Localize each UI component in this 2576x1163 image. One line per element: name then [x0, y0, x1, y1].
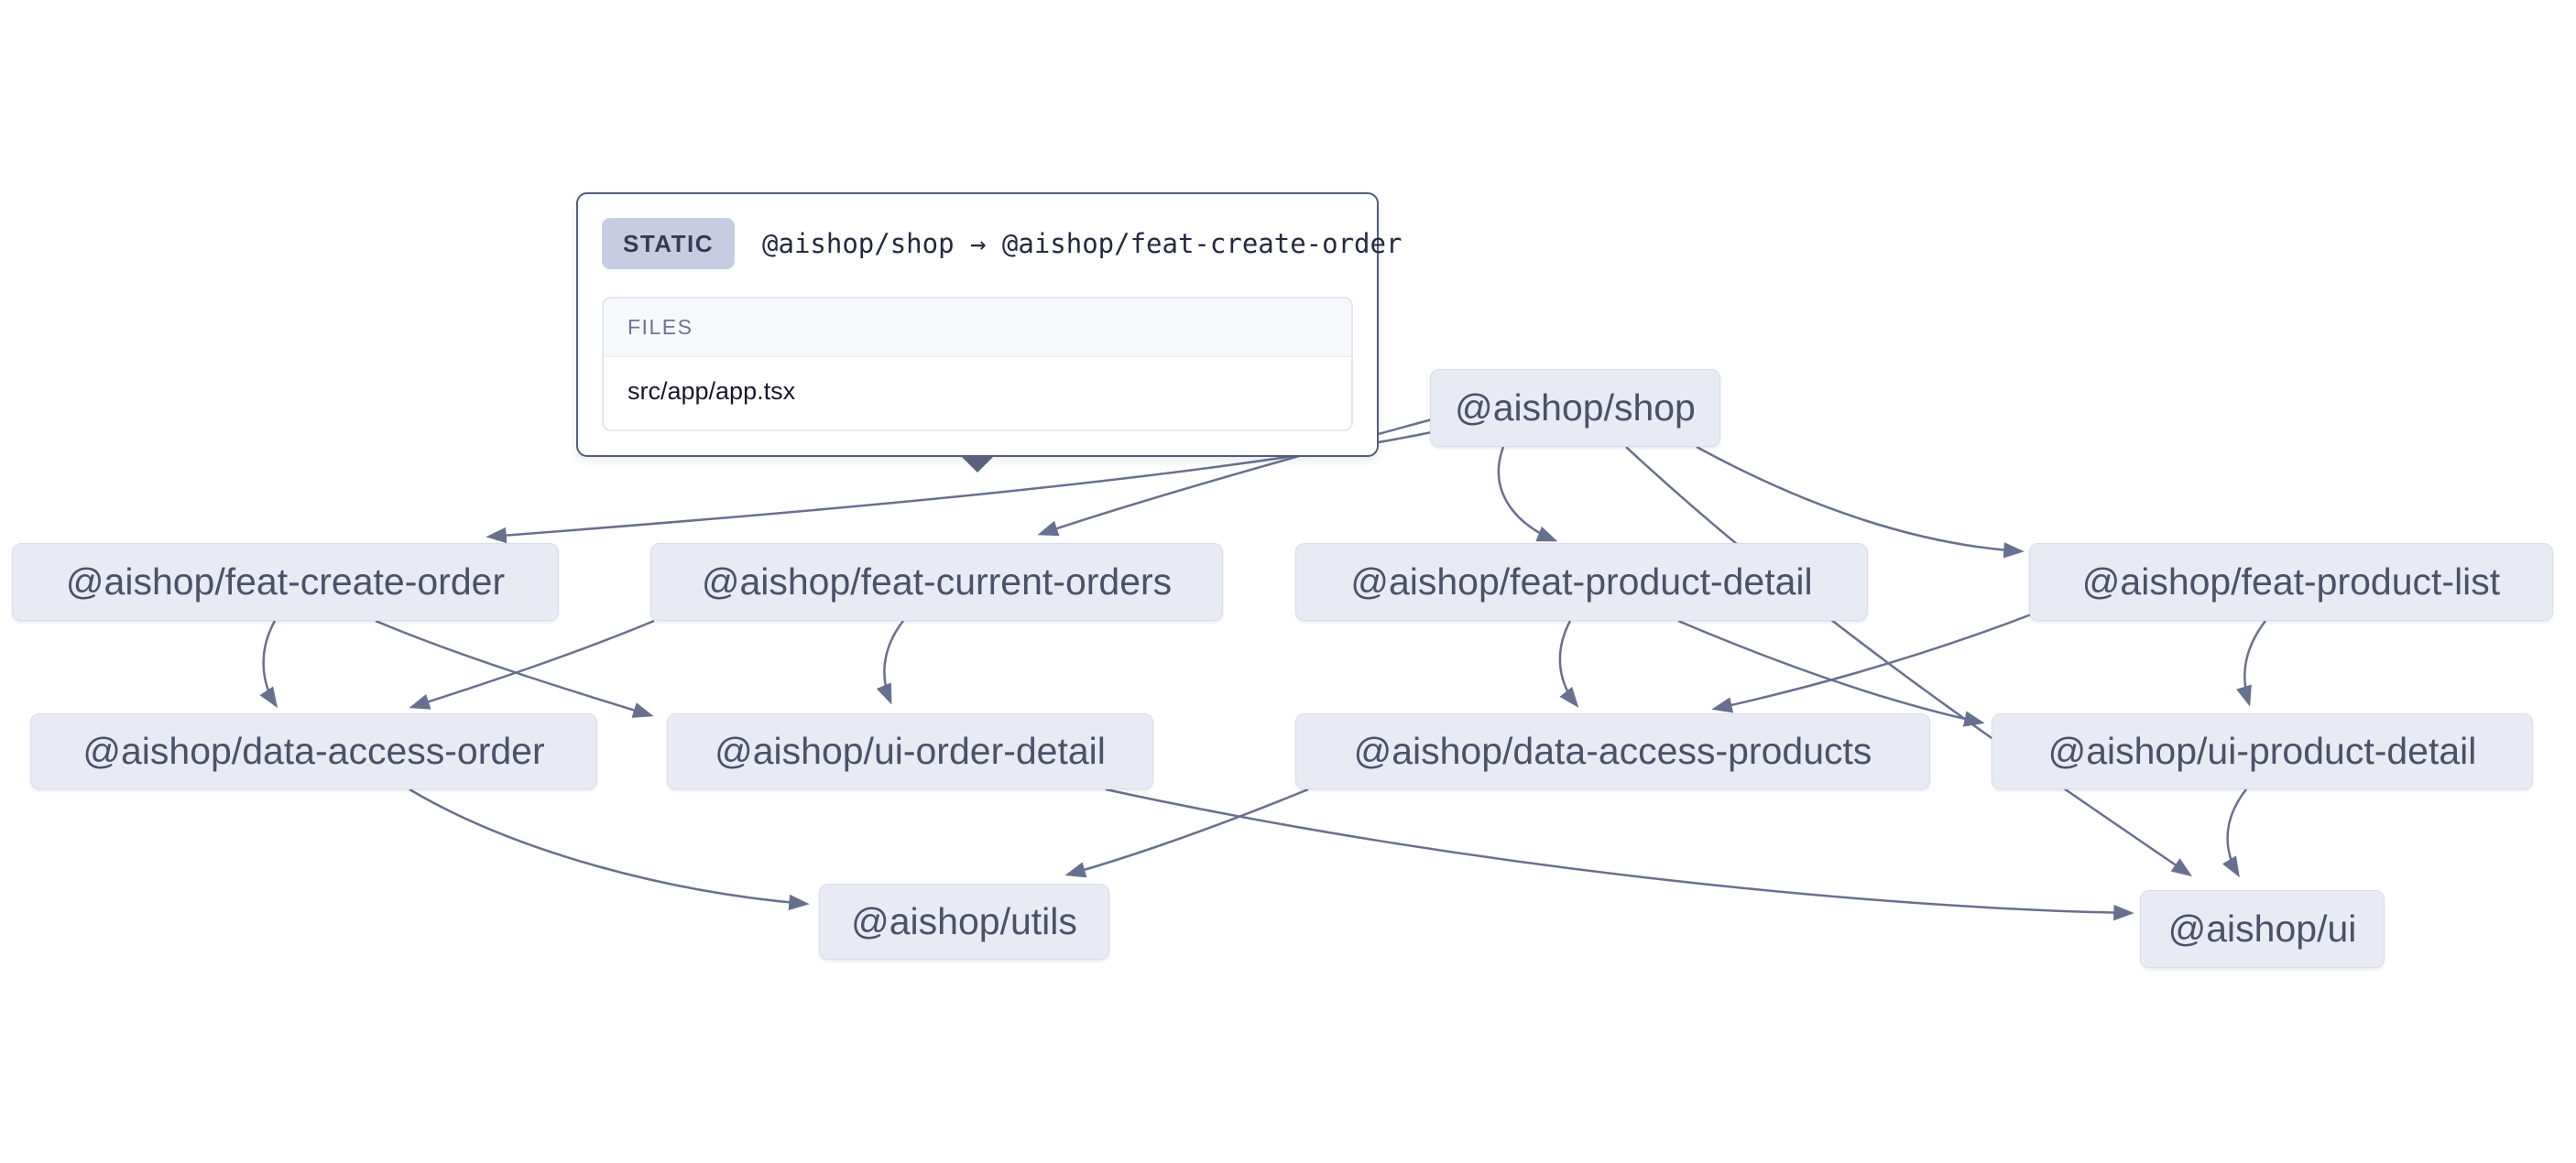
edge-tooltip: STATIC @aishop/shop → @aishop/feat-creat… — [576, 192, 1402, 473]
edge-feat-create-order-to-ui-order-detail[interactable] — [375, 619, 654, 718]
edge-feat-product-list-to-ui-product-detail[interactable] — [2236, 620, 2266, 707]
tooltip-caret-icon — [960, 455, 995, 473]
edge-ui-order-detail-to-ui[interactable] — [1105, 788, 2134, 921]
node-data-access-products[interactable]: @aishop/data-access-products — [1295, 713, 1930, 789]
node-ui-product-detail[interactable]: @aishop/ui-product-detail — [1992, 713, 2533, 789]
files-section-title: FILES — [604, 299, 1351, 357]
tooltip-header: STATIC @aishop/shop → @aishop/feat-creat… — [602, 218, 1402, 269]
edge-feat-product-list-to-data-access-products[interactable] — [1711, 612, 2035, 713]
edge-feat-product-detail-to-ui-product-detail[interactable] — [1677, 619, 1985, 727]
edge-feat-current-orders-to-ui-order-detail[interactable] — [876, 620, 904, 705]
edge-type-badge: STATIC — [602, 218, 736, 269]
file-path-item: src/app/app.tsx — [604, 357, 1351, 429]
edge-data-access-products-to-utils[interactable] — [1064, 788, 1309, 878]
node-ui[interactable]: @aishop/ui — [2140, 890, 2385, 968]
edge-feat-create-order-to-data-access-order[interactable] — [259, 620, 278, 709]
node-feat-current-orders[interactable]: @aishop/feat-current-orders — [650, 543, 1223, 621]
edge-ui-product-detail-to-ui[interactable] — [2221, 788, 2247, 878]
edge-dependency-label: @aishop/shop → @aishop/feat-create-order — [762, 228, 1403, 259]
node-utils[interactable]: @aishop/utils — [819, 884, 1109, 960]
node-data-access-order[interactable]: @aishop/data-access-order — [30, 713, 597, 789]
edge-shop-to-feat-product-detail[interactable] — [1497, 446, 1558, 542]
node-feat-product-list[interactable]: @aishop/feat-product-list — [2029, 543, 2553, 621]
node-ui-order-detail[interactable]: @aishop/ui-order-detail — [667, 713, 1153, 789]
node-feat-product-detail[interactable]: @aishop/feat-product-detail — [1295, 543, 1868, 621]
node-shop[interactable]: @aishop/shop — [1430, 369, 1720, 447]
edge-feat-product-detail-to-data-access-products[interactable] — [1558, 620, 1579, 708]
files-section: FILES src/app/app.tsx — [602, 297, 1353, 431]
edge-data-access-order-to-utils[interactable] — [409, 788, 810, 911]
edge-shop-to-ui[interactable] — [1625, 446, 2193, 877]
edge-feat-current-orders-to-data-access-order[interactable] — [409, 619, 655, 710]
node-feat-create-order[interactable]: @aishop/feat-create-order — [12, 543, 559, 621]
edge-shop-to-feat-product-list[interactable] — [1696, 445, 2025, 559]
